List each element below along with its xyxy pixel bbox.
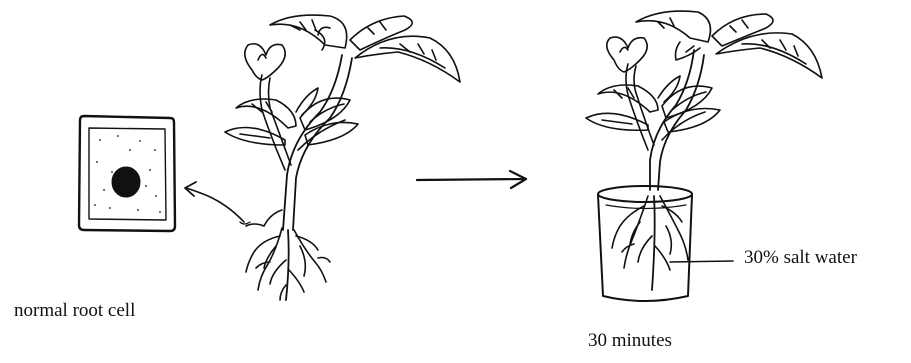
normal-plant bbox=[225, 15, 460, 300]
cell-nucleus bbox=[112, 167, 140, 197]
time-label: 30 minutes bbox=[588, 331, 672, 350]
salt-water-pointer bbox=[670, 261, 733, 262]
normal-root-cell-label: normal root cell bbox=[14, 301, 135, 320]
transfer-arrow bbox=[417, 171, 526, 188]
salt-water-label: 30% salt water bbox=[744, 248, 857, 267]
root-cell bbox=[79, 116, 175, 231]
root-to-cell-arrow bbox=[185, 182, 250, 224]
